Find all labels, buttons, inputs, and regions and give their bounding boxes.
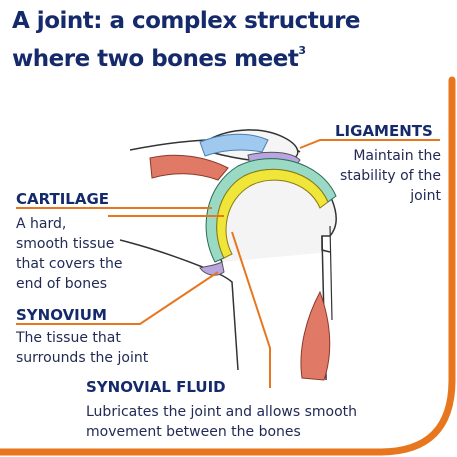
humerus-shaft-inner xyxy=(329,225,333,321)
cartilage-layer xyxy=(216,168,329,259)
synovial-fluid-desc-line: movement between the bones xyxy=(86,424,301,440)
ligaments-desc-line: Maintain the xyxy=(353,148,441,164)
muscle-lower xyxy=(300,290,331,381)
label-synovial-fluid-desc: Lubricates the joint and allows smooth m… xyxy=(86,402,357,442)
label-cartilage-heading: CARTILAGE xyxy=(16,190,110,208)
leader-ligaments xyxy=(299,139,440,149)
cartilage-desc-line: end of bones xyxy=(16,276,107,292)
leader-synovial-fluid xyxy=(231,231,271,388)
muscle-upper xyxy=(149,154,229,181)
label-ligaments-heading: LIGAMENTS xyxy=(335,122,433,140)
title-line-1: A joint: a complex structure xyxy=(12,8,361,34)
accent-border xyxy=(0,76,456,456)
ligament-band xyxy=(199,133,269,157)
leader-synovium xyxy=(16,271,219,325)
ligaments-desc-line: joint xyxy=(410,188,441,204)
label-cartilage-desc: A hard, smooth tissue that covers the en… xyxy=(16,214,123,294)
cartilage-desc-line: smooth tissue xyxy=(16,236,115,252)
ligaments-desc-line: stability of the xyxy=(339,168,441,184)
label-synovium-heading: SYNOVIUM xyxy=(16,306,107,324)
label-ligaments-desc: Maintain the stability of the joint xyxy=(340,146,441,206)
synovium-desc-line: The tissue that xyxy=(16,330,121,346)
title-footnote: 3 xyxy=(298,44,306,57)
label-synovium-desc: The tissue that surrounds the joint xyxy=(16,328,148,368)
synovium-desc-line: surrounds the joint xyxy=(16,350,149,366)
synovial-fluid-desc-line: Lubricates the joint and allows smooth xyxy=(86,404,357,420)
cartilage-desc-line: that covers the xyxy=(16,256,123,272)
page-title: A joint: a complex structure where two b… xyxy=(12,6,442,74)
leader-lines xyxy=(16,139,440,388)
cartilage-desc-line: A hard, xyxy=(16,216,67,232)
label-synovial-fluid-heading: SYNOVIAL FLUID xyxy=(86,378,226,396)
synovial-pocket xyxy=(199,261,225,276)
title-line-2: where two bones meet xyxy=(12,46,299,72)
